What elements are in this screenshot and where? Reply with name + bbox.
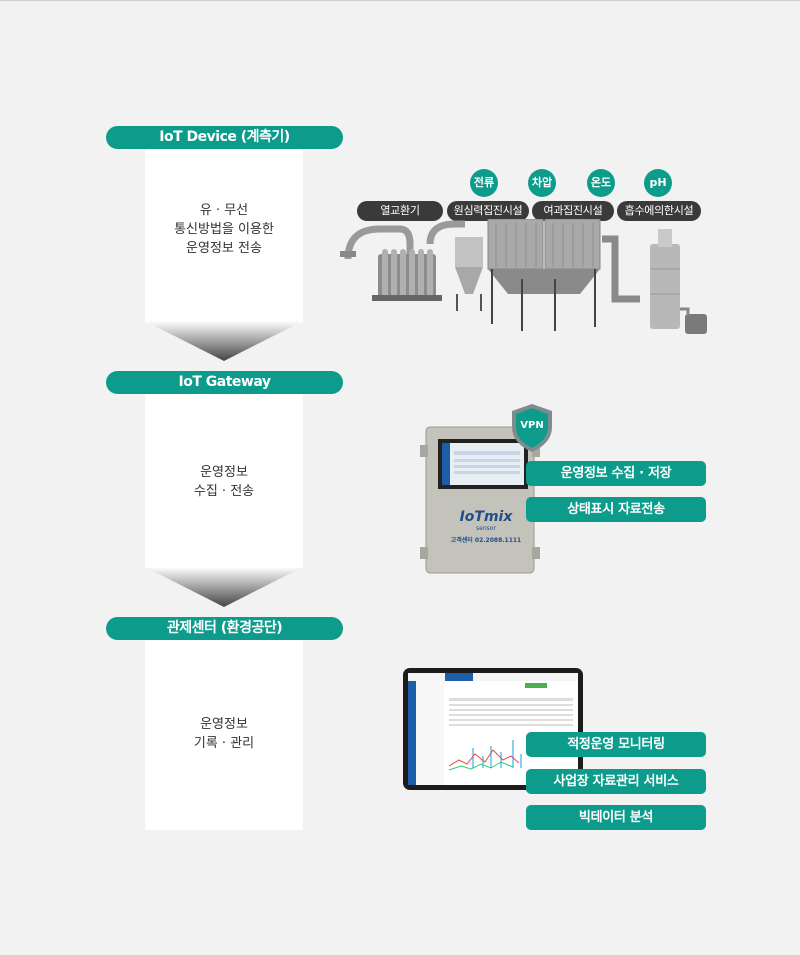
facility-tag-bag-filter: 여과집진시설 — [532, 201, 614, 221]
feature-monitoring: 적정운영 모니터링 — [526, 732, 706, 757]
feature-collect-store: 운영정보 수집 · 저장 — [526, 461, 706, 486]
stage-pill-iot-device: IoT Device (계측기) — [106, 126, 343, 149]
flow-arrow-1 — [145, 321, 303, 361]
flow-column-3 — [145, 640, 303, 830]
vpn-shield-icon — [512, 404, 552, 452]
stage-pill-iot-gateway: IoT Gateway — [106, 371, 343, 394]
monitoring-tablet — [403, 668, 583, 790]
sensor-tag-current: 전류 — [470, 169, 498, 197]
gateway-brand-logo: IoTmix — [459, 509, 513, 525]
vpn-label: VPN — [520, 420, 544, 431]
feature-bigdata-analysis: 빅테이터 분석 — [526, 805, 706, 830]
facility-tag-cyclone: 원심력집진시설 — [447, 201, 529, 221]
feature-site-data-service: 사업장 자료관리 서비스 — [526, 769, 706, 794]
gateway-brand-sub: sensor — [476, 525, 496, 532]
flow-column-1 — [145, 148, 303, 323]
sensor-tag-pressure: 차압 — [528, 169, 556, 197]
flow-arrow-2 — [145, 567, 303, 607]
flow-column-2 — [145, 394, 303, 568]
feature-status-transfer: 상태표시 자료전송 — [526, 497, 706, 522]
gateway-phone: 고객센터 02.2088.1111 — [450, 537, 522, 544]
stage-pill-control-center: 관제센터 (환경공단) — [106, 617, 343, 640]
facility-illustration — [340, 219, 707, 334]
sensor-tag-temperature: 온도 — [587, 169, 615, 197]
facility-tag-heat-exchanger: 열교환기 — [357, 201, 443, 221]
facility-tag-scrubber: 흡수에의한시설 — [617, 201, 701, 221]
sensor-tag-ph: pH — [644, 169, 672, 197]
